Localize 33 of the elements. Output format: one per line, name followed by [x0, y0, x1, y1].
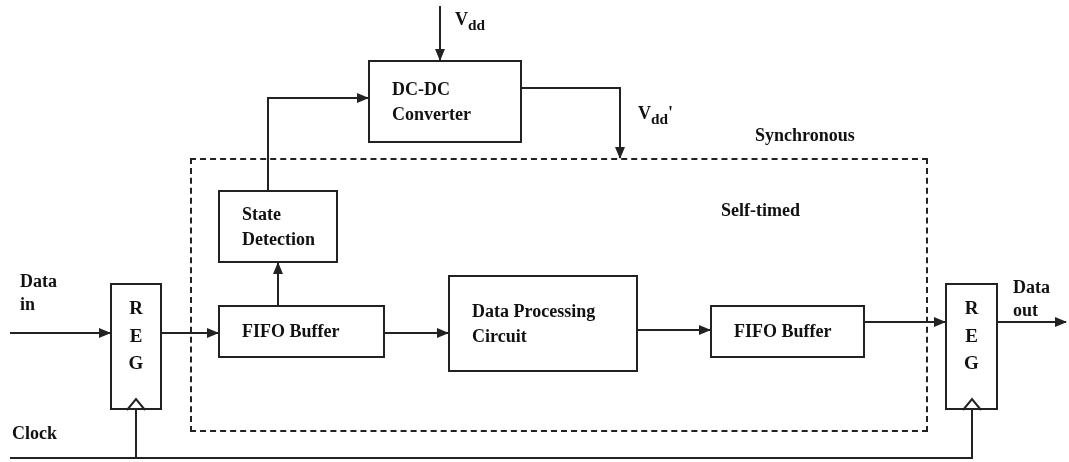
arrow: [864, 317, 946, 327]
edge-label: Data out: [1013, 276, 1051, 323]
register-box: [945, 283, 998, 410]
box-label: FIFO Buffer: [242, 320, 340, 344]
boundary-label: Synchronous: [755, 125, 855, 146]
edge-label: V$_{dd}$': [638, 102, 675, 130]
edge-label: Clock: [12, 422, 58, 445]
box-label: State Detection: [242, 203, 316, 251]
region-label: Self-timed: [721, 199, 800, 222]
box-label: Data Processing Circuit: [472, 300, 597, 348]
arrow: [273, 262, 283, 306]
box-label: FIFO Buffer: [734, 320, 832, 344]
arrow: [637, 325, 711, 335]
arrow: [997, 317, 1067, 327]
process-box: [448, 275, 638, 372]
process-box: [368, 60, 522, 143]
process-box: [710, 305, 865, 358]
arrow: [435, 5, 445, 61]
process-box: [218, 190, 338, 263]
edge-label: Data in: [20, 270, 58, 317]
edge-label: V$_{dd}$: [455, 8, 486, 36]
register-box: [110, 283, 162, 410]
box-label: R E G: [963, 296, 980, 376]
process-box: [218, 305, 385, 358]
arrow: [9, 328, 111, 338]
arrow: [267, 93, 369, 191]
box-label: DC-DC Converter: [392, 78, 472, 126]
arrow: [161, 328, 219, 338]
dashed-region: [190, 158, 928, 432]
arrow: [521, 87, 625, 159]
clock-line: [9, 398, 982, 459]
box-label: R E G: [127, 296, 145, 376]
arrow: [384, 328, 449, 338]
